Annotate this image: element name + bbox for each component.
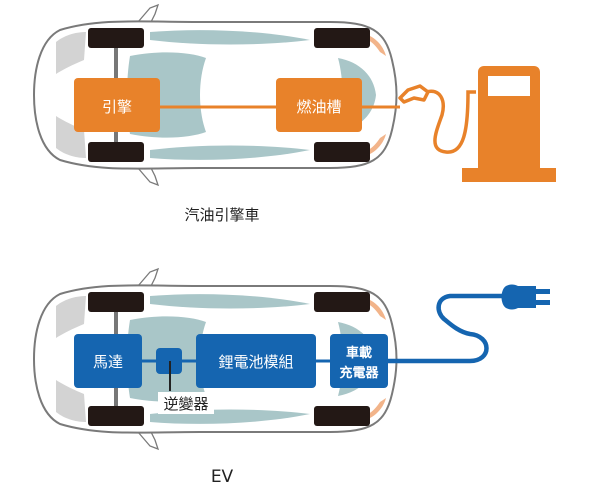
motor-block: 馬達: [74, 334, 142, 388]
ice-caption: 汽油引擎車: [184, 206, 259, 224]
ev-caption: EV: [211, 467, 234, 487]
fuel-pump-icon: [398, 66, 556, 182]
ev-car-diagram: 馬達 逆變器 鋰電池模組 車載 充電器 EV: [33, 268, 550, 487]
battery-module-block: 鋰電池模組: [196, 334, 316, 388]
engine-label: 引擎: [102, 98, 132, 116]
charger-label-line1: 車載: [346, 345, 372, 361]
charger-label-line2: 充電器: [339, 365, 379, 381]
ice-car-diagram: 引擎 燃油槽 汽油引擎車: [33, 4, 556, 224]
battery-module-label: 鋰電池模組: [218, 353, 293, 371]
inverter-label: 逆變器: [163, 395, 208, 413]
onboard-charger-block: 車載 充電器: [330, 334, 388, 388]
fuel-tank-block: 燃油槽: [276, 78, 362, 132]
power-plug-icon: [385, 284, 550, 364]
engine-block: 引擎: [74, 78, 160, 132]
inverter-block: 逆變器: [156, 348, 214, 414]
fuel-tank-label: 燃油槽: [296, 98, 341, 116]
motor-label: 馬達: [93, 353, 123, 371]
